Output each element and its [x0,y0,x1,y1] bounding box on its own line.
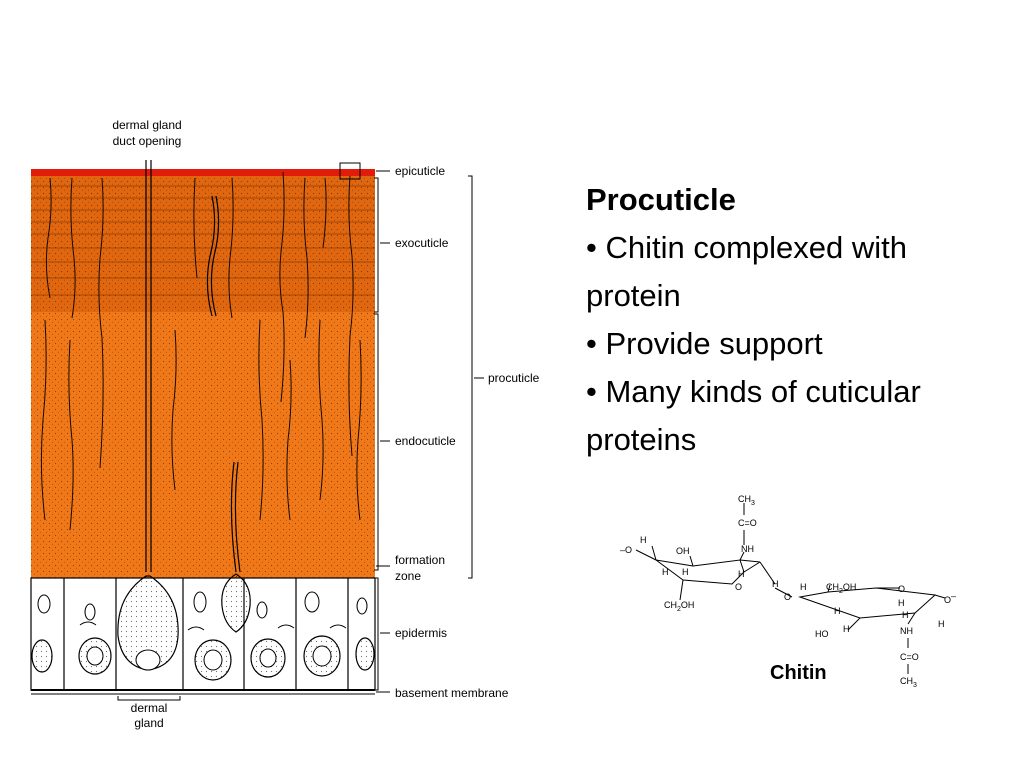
label-leaders [374,170,484,693]
label-endocuticle: endocuticle [395,434,456,448]
atom-nh-top: NH [741,544,754,554]
label-epidermis: epidermis [395,626,447,640]
pore-canals [40,171,362,531]
atom-h-8: H [898,598,905,608]
diagram-labels: dermal gland duct opening epicuticle exo… [112,118,539,730]
label-dermal-gland-1: dermal [131,701,168,715]
cuticle-layers [31,162,375,578]
label-exocuticle: exocuticle [395,236,449,250]
label-formation-zone-2: zone [395,569,421,583]
epidermis-layer [30,573,376,695]
dermal-gland-duct [145,160,241,573]
chitin-atoms: CH3 C=O NH OH H –O H H H O H CH2OH O H C… [620,494,956,689]
lamellae [31,185,375,296]
atom-o-right: O– [944,591,956,605]
atom-o-ring-left: O [735,582,742,592]
label-procuticle: procuticle [488,371,540,385]
atom-ch3-top: CH3 [738,494,755,507]
label-duct-opening-1: dermal gland [112,118,181,132]
atom-ch3-bottom: CH3 [900,676,917,689]
atom-co-bottom: C=O [900,652,919,662]
atom-h-2: H [662,567,669,577]
bullet-provide-support: • Provide support [586,326,823,361]
label-duct-opening-2: duct opening [113,134,182,148]
dermal-gland-brace [117,696,181,701]
atom-nh-bottom: NH [900,626,913,636]
atom-h-7: H [834,606,841,616]
label-epicuticle: epicuticle [395,164,445,178]
atom-h-4: H [738,569,745,579]
atom-h-5: H [772,579,779,589]
atom-h-9: H [902,610,909,620]
text-panel: Procuticle • Chitin complexed with prote… [586,176,1006,464]
atom-ho-right: HO [815,629,829,639]
atom-h-3: H [682,567,689,577]
bullet-chitin-protein: • Chitin complexed with protein [586,230,907,313]
label-basement-membrane: basement membrane [395,686,509,700]
label-formation-zone-1: formation [395,553,445,567]
chitin-caption: Chitin [770,662,827,684]
label-dermal-gland-2: gland [134,716,163,730]
bullet-cuticular-proteins: • Many kinds of cuticular proteins [586,374,921,457]
atom-oh-left: OH [676,546,690,556]
epicuticle-layer [31,169,375,176]
atom-ch2oh-right: CH2OH [826,582,856,595]
atom-h-10: H [843,624,850,634]
procuticle-heading: Procuticle [586,182,736,217]
atom-h-11: H [938,619,945,629]
atom-o-left: –O [620,545,632,555]
chitin-structure [635,503,946,674]
atom-o-ring-right: O [898,584,905,594]
atom-h-1: H [640,535,647,545]
atom-ch2oh-left: CH2OH [664,600,694,613]
atom-h-6: H [800,582,807,592]
atom-o-link: O [784,592,791,602]
atom-co-top: C=O [738,518,757,528]
